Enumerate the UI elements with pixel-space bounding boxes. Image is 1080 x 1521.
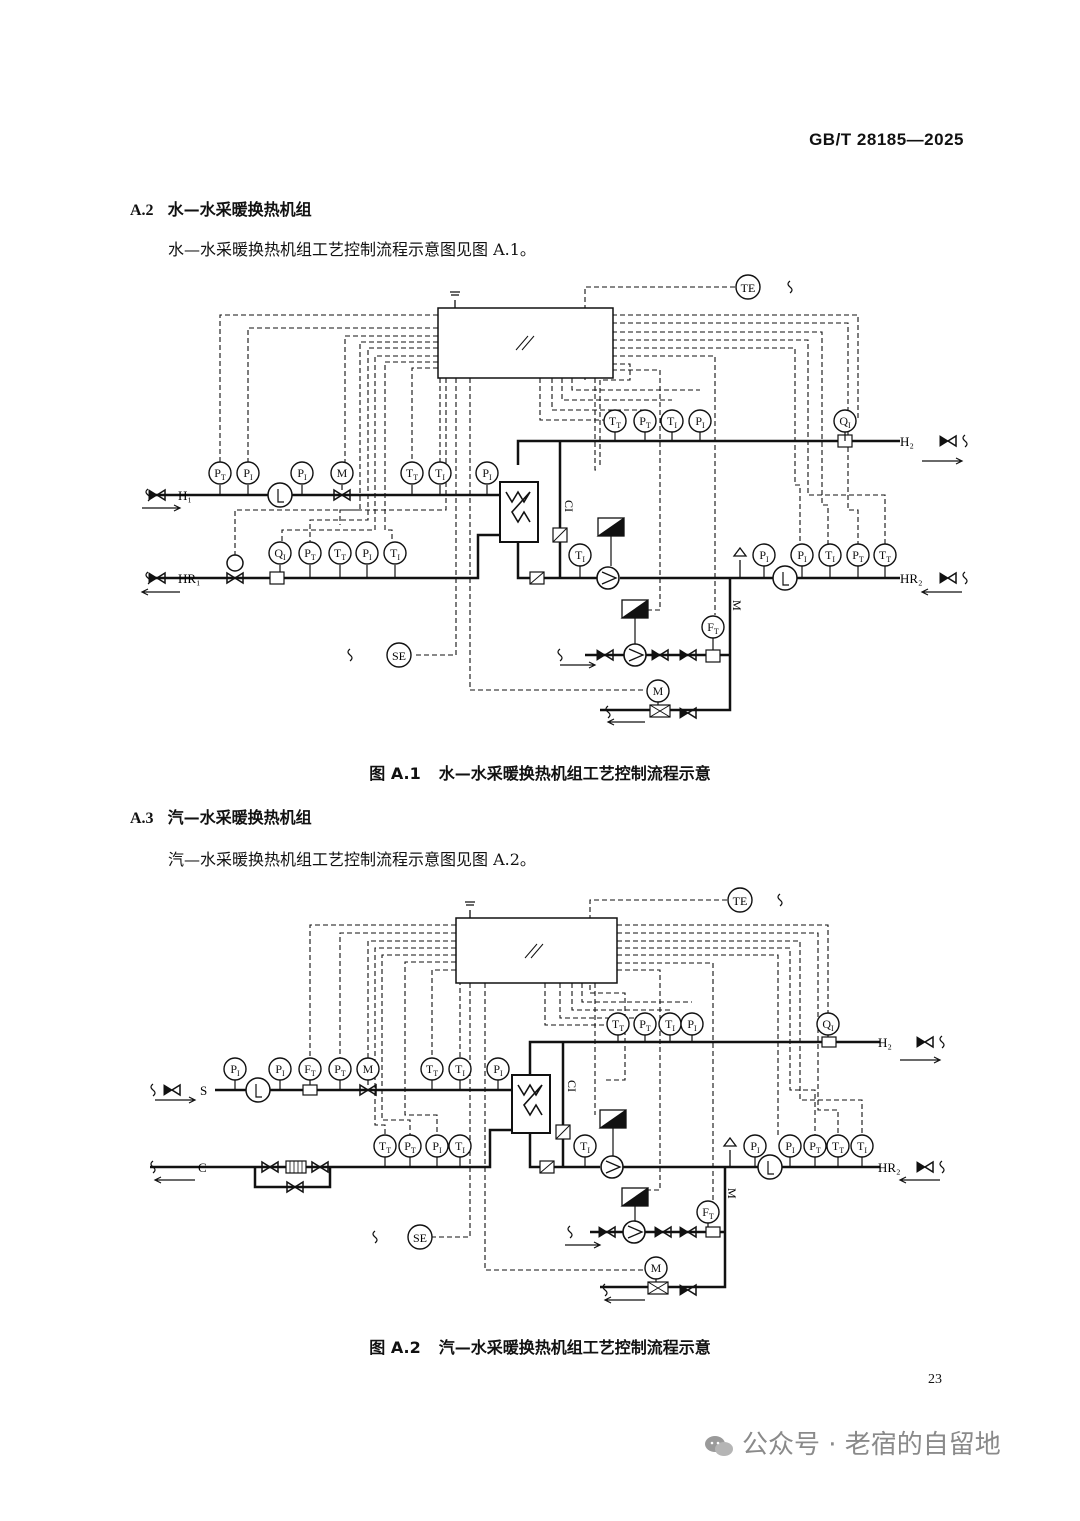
section-title: 汽—水采暖换热机组 xyxy=(167,808,312,827)
svg-text:TI: TI xyxy=(667,414,677,430)
hr2-label: HR₂ xyxy=(878,1160,901,1175)
figure-a2-caption: 图 A.2 汽—水采暖换热机组工艺控制流程示意 xyxy=(0,1334,1080,1358)
svg-text:FT: FT xyxy=(707,620,719,636)
te-label: TE xyxy=(733,894,748,908)
h2-label: H₂ xyxy=(878,1035,892,1050)
section-number: A.3 xyxy=(130,810,154,827)
svg-text:PT: PT xyxy=(639,414,651,430)
se-label: SE xyxy=(413,1231,427,1245)
hr1-label: HR₁ xyxy=(178,571,201,586)
c-label: C xyxy=(198,1160,207,1175)
svg-text:PT: PT xyxy=(852,548,864,564)
ci-label: CI xyxy=(565,1080,579,1092)
te-label: TE xyxy=(741,281,756,295)
figure-a2-diagram: PI PI FT PT M TT TI PI TT PT PI TI TT PT… xyxy=(150,887,945,1304)
svg-text:PI: PI xyxy=(695,414,705,430)
section-title: 水—水采暖换热机组 xyxy=(167,200,312,219)
svg-text:PT: PT xyxy=(809,1139,821,1155)
svg-text:PI: PI xyxy=(432,1139,442,1155)
svg-text:PI: PI xyxy=(297,466,307,482)
hr2-label: HR₂ xyxy=(900,571,923,586)
svg-text:QI: QI xyxy=(839,414,851,430)
caption-number: 图 A.1 xyxy=(369,764,421,783)
svg-text:TI: TI xyxy=(575,548,585,564)
svg-text:PI: PI xyxy=(687,1017,697,1033)
caption-title: 汽—水采暖换热机组工艺控制流程示意 xyxy=(438,1338,711,1357)
svg-text:QI: QI xyxy=(274,546,286,562)
svg-text:FT: FT xyxy=(304,1062,316,1078)
svg-text:TI: TI xyxy=(665,1017,675,1033)
watermark: 公众号 · 老宿的自留地 xyxy=(704,1424,1001,1461)
svg-text:PI: PI xyxy=(785,1139,795,1155)
caption-number: 图 A.2 xyxy=(369,1338,421,1357)
svg-text:TI: TI xyxy=(435,466,445,482)
svg-text:TI: TI xyxy=(390,546,400,562)
svg-text:PI: PI xyxy=(362,546,372,562)
svg-text:PI: PI xyxy=(797,548,807,564)
svg-text:PI: PI xyxy=(750,1139,760,1155)
section-a2-paragraph: 水—水采暖换热机组工艺控制流程示意图见图 A.1。 xyxy=(168,240,536,259)
svg-text:TI: TI xyxy=(825,548,835,564)
svg-text:QI: QI xyxy=(822,1017,834,1033)
svg-text:M: M xyxy=(651,1261,662,1275)
standard-number: GB/T 28185—2025 xyxy=(809,130,964,149)
svg-text:M: M xyxy=(337,466,348,480)
svg-text:M: M xyxy=(653,684,664,698)
svg-text:FT: FT xyxy=(702,1205,714,1221)
svg-text:PT: PT xyxy=(639,1017,651,1033)
svg-text:PI: PI xyxy=(759,548,769,564)
section-a3-heading: A.3 汽—水采暖换热机组 xyxy=(130,804,312,828)
svg-text:TI: TI xyxy=(455,1062,465,1078)
svg-text:PI: PI xyxy=(230,1062,240,1078)
section-number: A.2 xyxy=(130,202,154,219)
svg-text:PI: PI xyxy=(243,466,253,482)
figure-a1-diagram: PT PI PI M TT TI PI QI PT TT PI TI TT PT… xyxy=(140,274,968,726)
svg-text:PT: PT xyxy=(304,546,316,562)
svg-text:PI: PI xyxy=(275,1062,285,1078)
caption-title: 水—水采暖换热机组工艺控制流程示意 xyxy=(438,764,711,783)
section-a2-heading: A.2 水—水采暖换热机组 xyxy=(130,196,312,220)
svg-text:M: M xyxy=(363,1062,374,1076)
figure-a1-caption: 图 A.1 水—水采暖换热机组工艺控制流程示意 xyxy=(0,760,1080,784)
svg-text:TI: TI xyxy=(580,1139,590,1155)
se-label: SE xyxy=(392,649,406,663)
svg-text:TI: TI xyxy=(857,1139,867,1155)
m-label: M xyxy=(725,1188,739,1199)
svg-text:TI: TI xyxy=(455,1139,465,1155)
h2-label: H₂ xyxy=(900,434,914,449)
s-label: S xyxy=(200,1083,207,1098)
svg-text:PT: PT xyxy=(334,1062,346,1078)
m-label: M xyxy=(730,600,744,611)
h1-label: H₁ xyxy=(178,488,192,503)
section-a3-paragraph: 汽—水采暖换热机组工艺控制流程示意图见图 A.2。 xyxy=(168,850,536,869)
svg-text:PI: PI xyxy=(493,1062,503,1078)
wechat-icon xyxy=(705,1435,733,1456)
page-number: 23 xyxy=(928,1372,942,1387)
ci-label: CI xyxy=(562,500,576,512)
svg-text:PT: PT xyxy=(404,1139,416,1155)
watermark-text: 公众号 · 老宿的自留地 xyxy=(742,1430,1001,1460)
svg-text:PT: PT xyxy=(214,466,226,482)
svg-text:PI: PI xyxy=(482,466,492,482)
